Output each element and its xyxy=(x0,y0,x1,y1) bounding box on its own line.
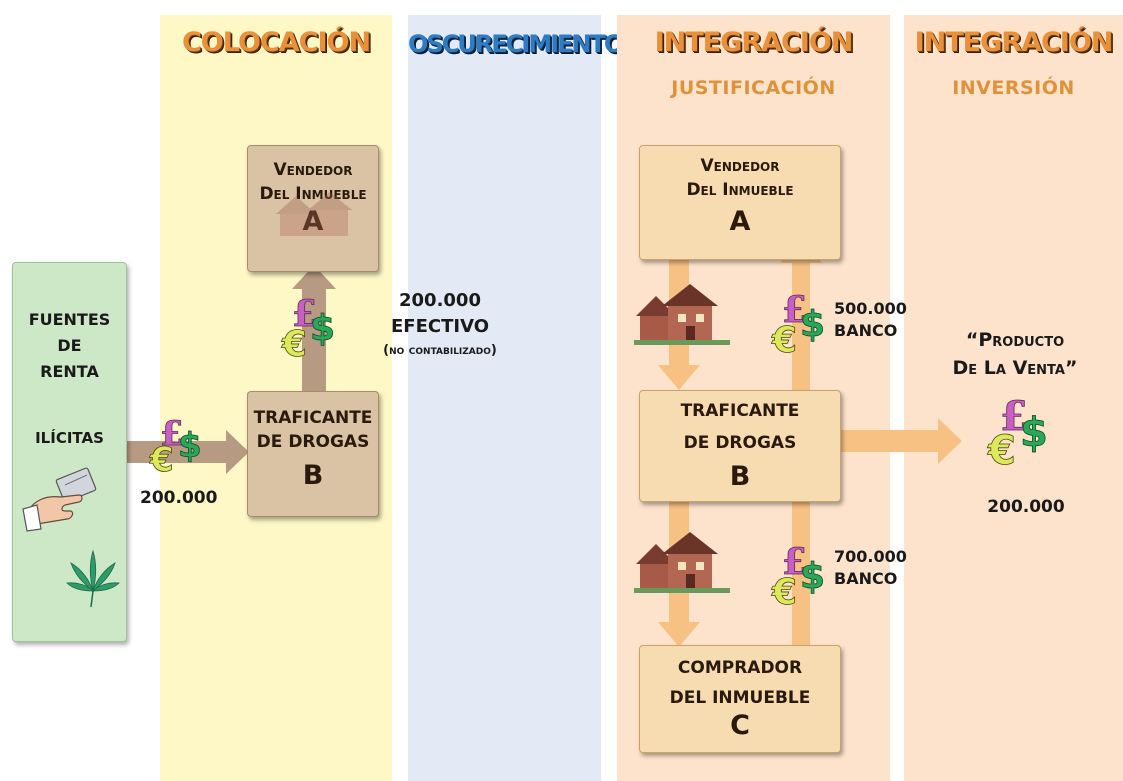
svg-text:$: $ xyxy=(1020,410,1048,456)
svg-text:$: $ xyxy=(178,426,202,466)
svg-text:€: € xyxy=(281,324,307,362)
integration-trafficker-box: TRAFICANTE DE DROGAS B xyxy=(639,390,841,502)
currency-icon: £ $ € xyxy=(771,289,826,358)
placement-trafficker-letter: B xyxy=(302,460,324,491)
integration-buyer-line-2: DEL INMUEBLE xyxy=(669,688,811,708)
svg-text:£: £ xyxy=(160,414,184,454)
integration-seller-letter: A xyxy=(729,206,751,237)
sources-line-3: RENTA xyxy=(40,362,99,381)
bank1-amount: 500.000 xyxy=(834,299,907,318)
integration-trafficker-line-1: TRAFICANTE xyxy=(680,401,800,421)
currency-icon: £ $ € xyxy=(987,394,1049,472)
integration-buyer-line-1: COMPRADOR xyxy=(677,658,803,678)
bank2-text: BANCO xyxy=(834,569,898,588)
placement-seller-letter: A xyxy=(248,206,378,238)
column-title-oscurecimiento: OSCURECIMIENTO xyxy=(408,30,624,58)
sources-box: FUENTES DE RENTA ILÍCITAS xyxy=(12,262,127,642)
integration-trafficker-letter: B xyxy=(729,461,751,492)
arrow-trafficker-to-product xyxy=(810,418,962,464)
bank-label-1: 500.000 BANCO xyxy=(834,298,907,342)
svg-text:$: $ xyxy=(800,556,825,597)
hand-card-icon xyxy=(22,467,97,532)
integration-trafficker-line-2: DE DROGAS xyxy=(683,433,797,453)
integration-buyer-box: COMPRADOR DEL INMUEBLE C xyxy=(639,645,841,753)
svg-text:£: £ xyxy=(292,293,317,335)
integration-seller-box: Vendedor Del Inmueble A xyxy=(639,145,841,260)
arrow-sources-to-trafficker xyxy=(126,430,249,474)
product-of-sale-label: “Producto De La Venta” xyxy=(920,326,1110,382)
svg-text:£: £ xyxy=(1000,394,1028,440)
placement-trafficker-line-2: DE DROGAS xyxy=(256,432,370,452)
currency-icon: £ $ € xyxy=(149,414,202,475)
cash-note: (no contabilizado) xyxy=(383,343,497,358)
svg-text:$: $ xyxy=(800,304,825,345)
sources-line-4: ILÍCITAS xyxy=(35,429,104,447)
column-title-integracion-2: INTEGRACIÓN xyxy=(914,27,1114,58)
svg-text:£: £ xyxy=(782,289,807,331)
placement-seller-box: Vendedor Del Inmueble A xyxy=(247,145,379,272)
bank-label-2: 700.000 BANCO xyxy=(834,546,907,590)
product-line-2: De La Venta” xyxy=(952,357,1078,379)
sources-line-1: FUENTES xyxy=(28,310,111,329)
column-title-integracion-1: INTEGRACIÓN xyxy=(654,27,854,58)
house-icon xyxy=(634,284,730,345)
cash-amount: 200.000 xyxy=(399,290,481,311)
currency-icon: £ $ € xyxy=(771,541,826,610)
svg-text:€: € xyxy=(771,572,797,610)
placement-seller-line-1: Vendedor xyxy=(273,160,353,180)
bank1-text: BANCO xyxy=(834,321,898,340)
column-title-colocacion: COLOCACIÓN xyxy=(181,27,371,58)
placement-trafficker-line-1: TRAFICANTE xyxy=(253,408,373,428)
svg-text:€: € xyxy=(149,440,174,475)
svg-text:$: $ xyxy=(310,308,335,349)
svg-text:€: € xyxy=(771,320,797,358)
column-subtitle-inversion: INVERSIÓN xyxy=(952,77,1075,99)
cannabis-leaf-icon xyxy=(66,549,120,608)
placement-trafficker-box: TRAFICANTE DE DROGAS B xyxy=(247,391,379,517)
placement-seller-line-2: Del Inmueble xyxy=(259,184,367,204)
integration-seller-line-1: Vendedor xyxy=(700,156,780,176)
integration-seller-line-2: Del Inmueble xyxy=(686,180,794,200)
bank2-amount: 700.000 xyxy=(834,547,907,566)
column-subtitle-justificacion: JUSTIFICACIÓN xyxy=(671,77,836,99)
sources-line-2: DE xyxy=(57,336,82,355)
house-icon xyxy=(276,192,352,236)
cash-text: EFECTIVO xyxy=(391,316,489,337)
arrow-trafficker-to-seller xyxy=(292,265,336,391)
investment-amount: 200.000 xyxy=(987,497,1065,517)
product-line-1: “Producto xyxy=(965,329,1065,351)
placement-amount-in: 200.000 xyxy=(140,488,218,508)
column-integracion-inversion: INTEGRACIÓN INVERSIÓN xyxy=(904,15,1123,781)
currency-icon: £ $ € xyxy=(281,293,336,362)
integration-buyer-letter: C xyxy=(730,710,750,741)
svg-text:€: € xyxy=(987,428,1016,472)
sources-title: FUENTES DE RENTA xyxy=(13,307,126,385)
column-oscurecimiento: OSCURECIMIENTO xyxy=(408,15,624,781)
svg-text:£: £ xyxy=(782,541,807,583)
house-icon xyxy=(634,532,730,593)
cash-label: 200.000 EFECTIVO (no contabilizado) xyxy=(340,288,540,362)
